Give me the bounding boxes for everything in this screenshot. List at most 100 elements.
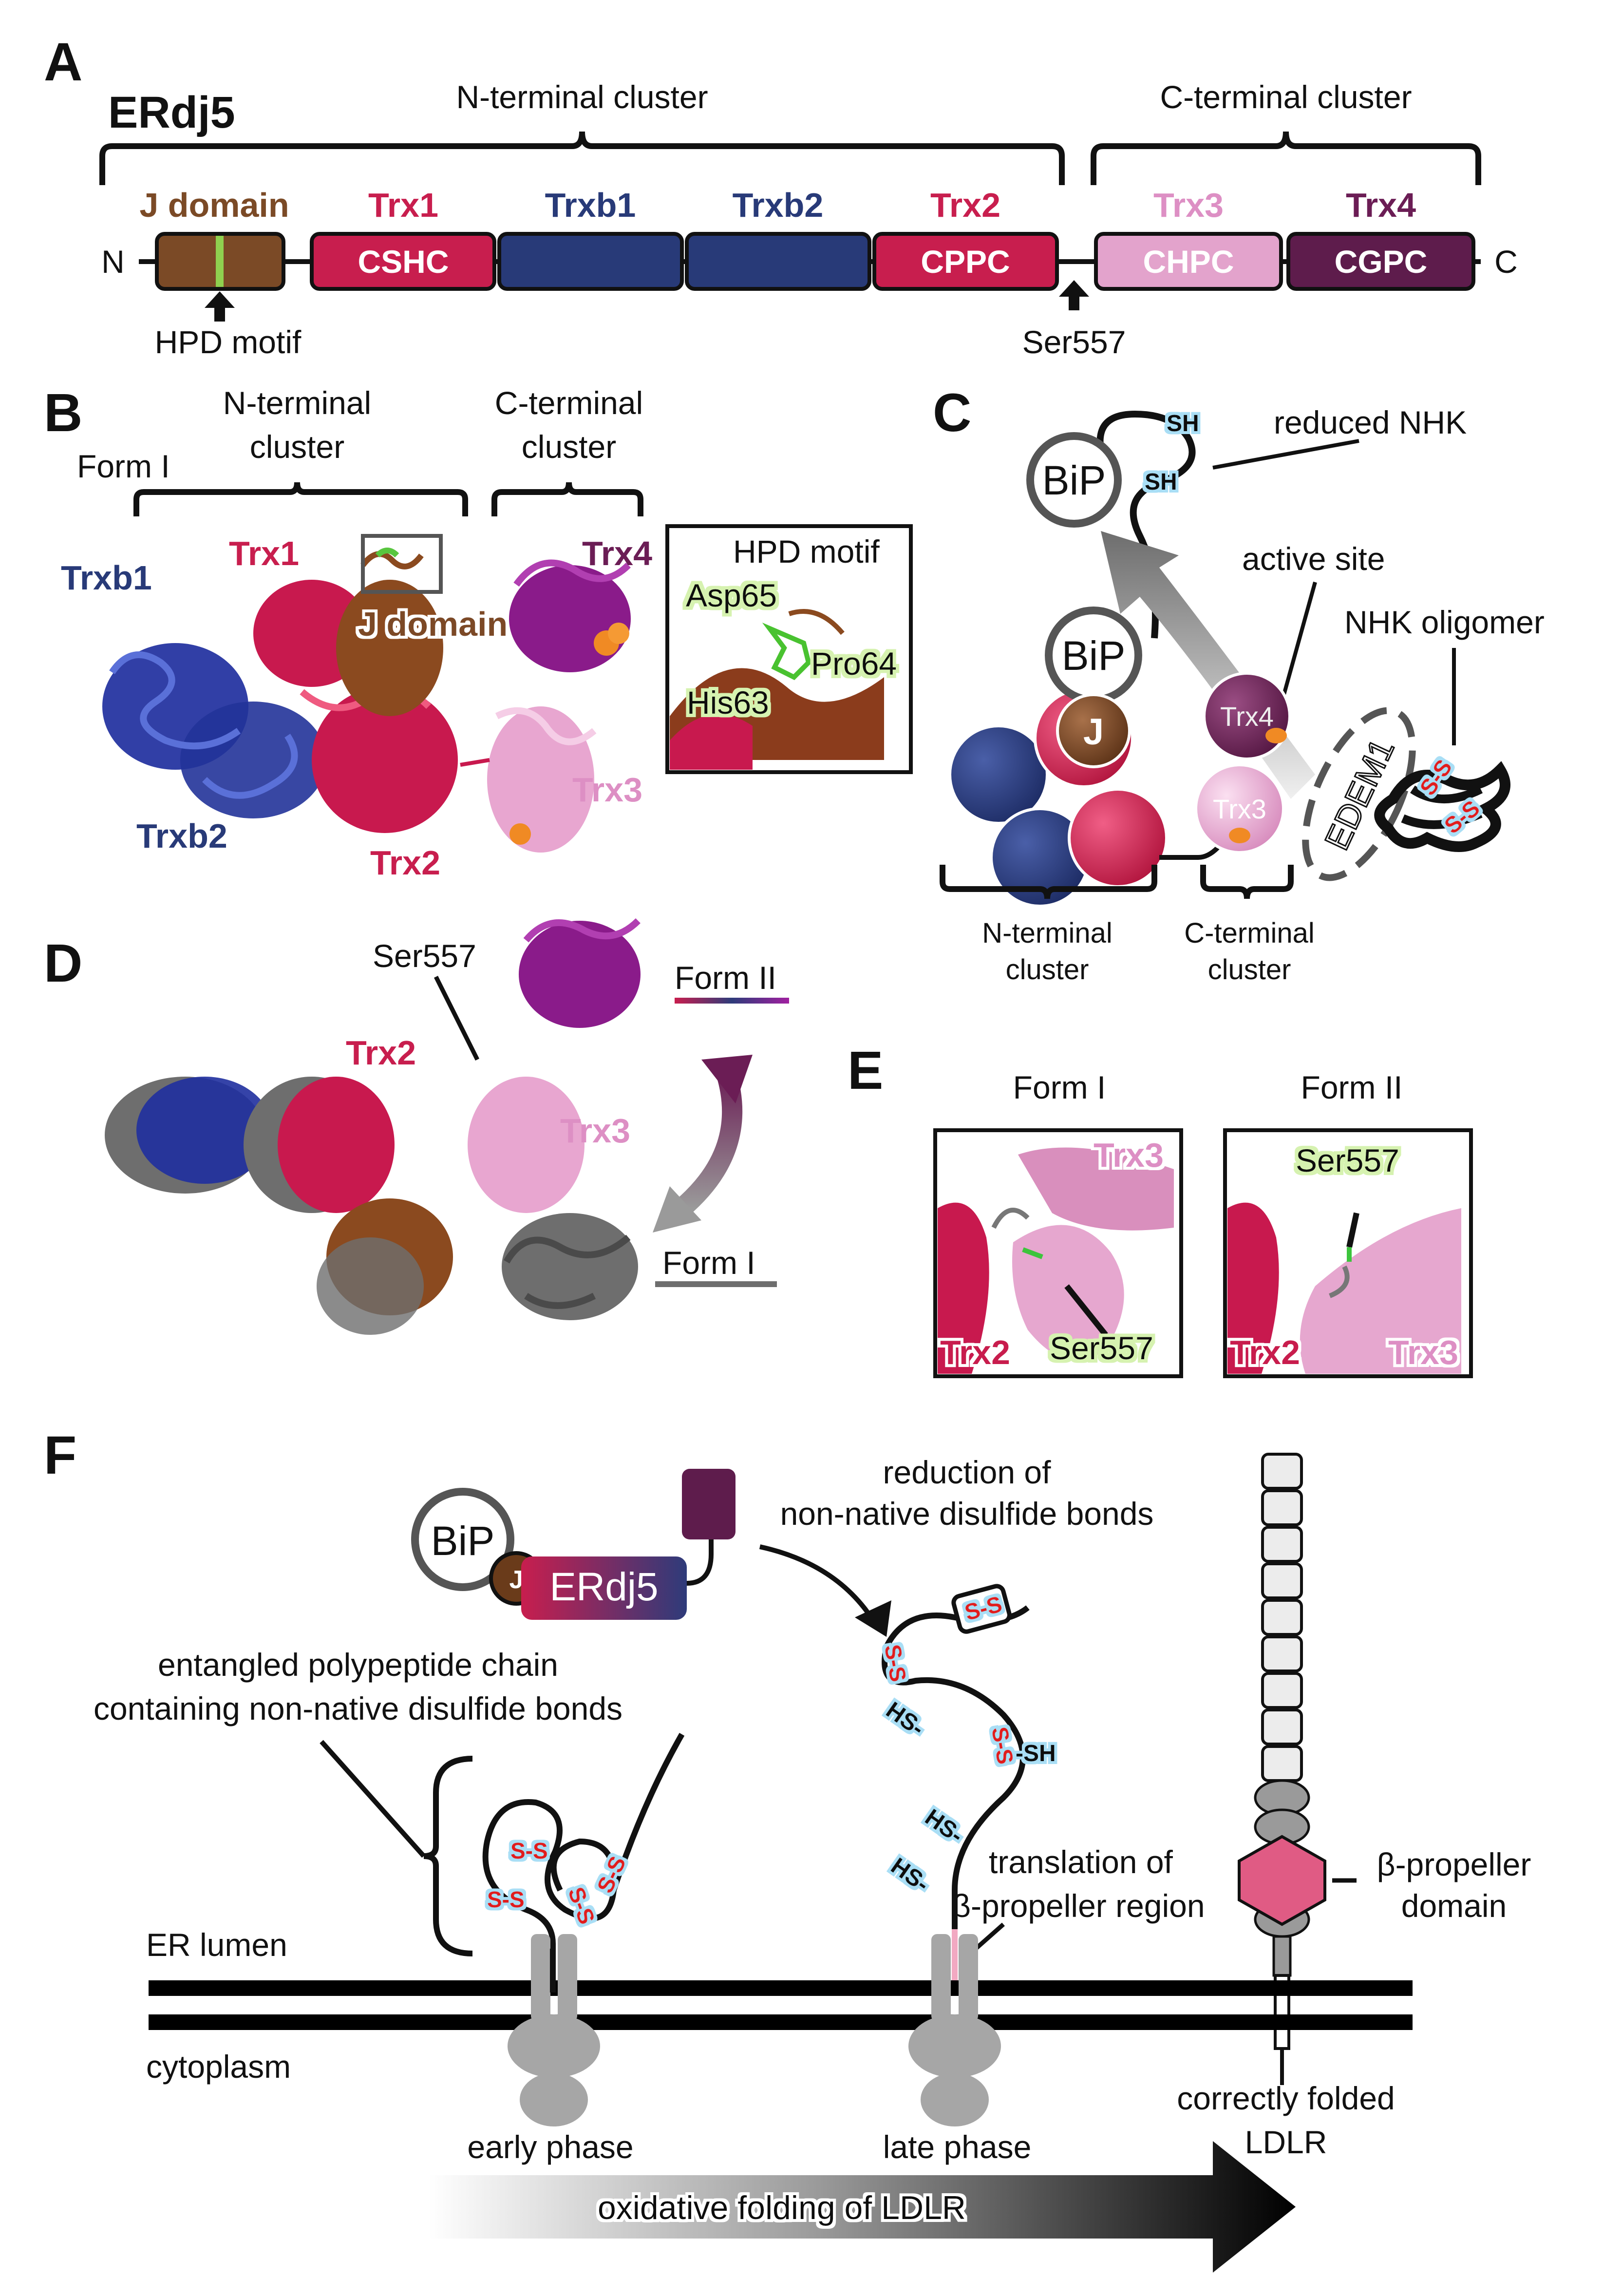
d-trx2: Trx2 bbox=[346, 1034, 416, 1072]
b-trx2-label: Trx2 bbox=[370, 844, 440, 882]
c-nhk-oligomer: NHK oligomer bbox=[1344, 604, 1545, 640]
c-trx3: Trx3 bbox=[1213, 794, 1266, 824]
f-trx4-block bbox=[682, 1469, 735, 1539]
f-early-ribosome-icon bbox=[508, 1934, 600, 2126]
panel-a: A ERdj5 N-terminal cluster C-terminal cl… bbox=[44, 32, 1518, 360]
d-trx3: Trx3 bbox=[560, 1112, 630, 1150]
n-terminus: N bbox=[101, 244, 125, 280]
j-domain-label: J domain bbox=[139, 186, 289, 224]
trxb2-label: Trxb2 bbox=[733, 186, 824, 224]
f-reduction-arrow bbox=[759, 1544, 877, 1624]
f-propeller-hexagon bbox=[1238, 1835, 1326, 1926]
e-left-trx3: Trx3 bbox=[1094, 1136, 1164, 1174]
trx4-box bbox=[1286, 232, 1475, 291]
e-form-ii-structure bbox=[1227, 1202, 1461, 1374]
hpd-stripe bbox=[216, 236, 224, 287]
b-c-cluster-2: cluster bbox=[522, 429, 616, 465]
e-right-trx3: Trx3 bbox=[1388, 1333, 1458, 1371]
f-er-lumen: ER lumen bbox=[146, 1927, 287, 1963]
f-ldlr-2: LDLR bbox=[1245, 2124, 1327, 2160]
b-hpd-zoom-box bbox=[361, 534, 443, 594]
e-form-ii: Form II bbox=[1301, 1069, 1403, 1105]
b-structure-trx3 bbox=[460, 706, 597, 853]
d-arrow-down-icon bbox=[653, 1186, 701, 1233]
d-form-i: Form I bbox=[662, 1245, 755, 1281]
c-cluster-label: C-terminal cluster bbox=[1160, 79, 1412, 115]
f-sh-2: -SH bbox=[1016, 1741, 1056, 1766]
e-form-i: Form I bbox=[1013, 1069, 1106, 1105]
f-oxidative: oxidative folding of LDLR bbox=[598, 2189, 966, 2226]
trx3-label: Trx3 bbox=[1153, 186, 1224, 224]
f-ss-2: S-S bbox=[487, 1887, 525, 1912]
f-reduction-arrowhead-icon bbox=[855, 1600, 891, 1637]
b-n-cluster-1: N-terminal bbox=[223, 385, 371, 421]
b-trx4-label: Trx4 bbox=[582, 534, 652, 572]
trx1-label: Trx1 bbox=[368, 186, 438, 224]
f-ldlr-1: correctly folded bbox=[1177, 2080, 1395, 2116]
f-early-phase: early phase bbox=[467, 2129, 633, 2165]
c-nhk-leader bbox=[1212, 439, 1359, 470]
b-structure-trxb bbox=[102, 643, 326, 818]
b-inset-title: HPD motif bbox=[733, 533, 880, 569]
panel-b: B N-terminal cluster C-terminal cluster … bbox=[44, 383, 913, 882]
trx1-box bbox=[310, 232, 496, 291]
f-entangled-brace bbox=[423, 1756, 473, 1956]
b-structure-trx4 bbox=[509, 559, 631, 672]
f-entangled-chain bbox=[482, 1733, 685, 1992]
f-translation-1: translation of bbox=[989, 1844, 1173, 1880]
c-c-brace bbox=[1200, 865, 1294, 899]
c-j-sphere bbox=[1056, 693, 1131, 768]
f-entangled-leader bbox=[320, 1740, 426, 1858]
d-arrow-up-icon bbox=[701, 1055, 753, 1103]
n-cluster-label: N-terminal cluster bbox=[456, 79, 708, 115]
e-left-trx2: Trx2 bbox=[940, 1333, 1010, 1371]
f-ss-6: S-S bbox=[880, 1643, 911, 1684]
c-n-cluster-1: N-terminal bbox=[982, 917, 1113, 949]
c-active-site-leader bbox=[1277, 581, 1317, 715]
c-sh-1: SH bbox=[1167, 411, 1199, 436]
panel-f: F BiP J ERdj5 reduction of non-native di… bbox=[44, 1425, 1531, 2273]
f-ldlr-stack bbox=[1254, 1453, 1310, 2085]
e-right-ser557: Ser557 bbox=[1296, 1142, 1399, 1178]
trx2-box bbox=[872, 232, 1059, 291]
b-j-domain-label: J domain bbox=[358, 605, 508, 643]
f-ss-box bbox=[951, 1584, 1012, 1634]
n-cluster-brace bbox=[99, 131, 1065, 185]
c-bip-top: BiP bbox=[1042, 457, 1106, 503]
c-trx3-active-site-icon bbox=[1229, 828, 1250, 843]
c-trx4: Trx4 bbox=[1220, 701, 1274, 732]
f-j: J bbox=[509, 1566, 524, 1594]
hpd-arrow-icon bbox=[205, 291, 235, 322]
panel-c-letter: C bbox=[933, 383, 971, 443]
f-membrane-top bbox=[149, 1980, 1413, 1996]
c-sh-2: SH bbox=[1145, 469, 1177, 495]
c-c-cluster-2: cluster bbox=[1208, 954, 1291, 986]
f-sh-1: HS- bbox=[881, 1697, 929, 1742]
trx4-motif: CGPC bbox=[1335, 244, 1428, 280]
panel-e: E Form I Form II Trx3 Trx2 Ser557 Ser557… bbox=[848, 1041, 1473, 1378]
c-c-cluster-1: C-terminal bbox=[1184, 917, 1315, 949]
trx3-box bbox=[1094, 232, 1283, 291]
f-cytoplasm: cytoplasm bbox=[146, 2049, 291, 2085]
c-terminus: C bbox=[1494, 244, 1518, 280]
e-form-i-structure bbox=[938, 1147, 1174, 1374]
f-late-ribosome-icon bbox=[908, 1934, 1001, 2126]
f-entangled-1: entangled polypeptide chain bbox=[158, 1647, 558, 1683]
c-bip-top-icon bbox=[1026, 432, 1122, 528]
trxb1-label: Trxb1 bbox=[545, 186, 636, 224]
c-trx4-active-site-icon bbox=[1265, 728, 1287, 743]
f-membrane-bottom bbox=[149, 2014, 1413, 2030]
panel-a-letter: A bbox=[44, 32, 82, 92]
c-trx3-sphere bbox=[1194, 763, 1285, 854]
d-structure bbox=[105, 918, 641, 1335]
f-reduction-1: reduction of bbox=[883, 1454, 1052, 1490]
trx2-motif: CPPC bbox=[921, 244, 1010, 280]
trx2-label: Trx2 bbox=[930, 186, 1000, 224]
b-his63: His63 bbox=[687, 684, 769, 721]
f-entangled-2: containing non-native disulfide bonds bbox=[94, 1690, 622, 1727]
f-late-chain bbox=[882, 1605, 1030, 1988]
d-ser557: Ser557 bbox=[373, 938, 476, 974]
b-trxb2-label: Trxb2 bbox=[136, 817, 227, 855]
panel-f-letter: F bbox=[44, 1425, 76, 1485]
c-active-site: active site bbox=[1242, 541, 1385, 577]
